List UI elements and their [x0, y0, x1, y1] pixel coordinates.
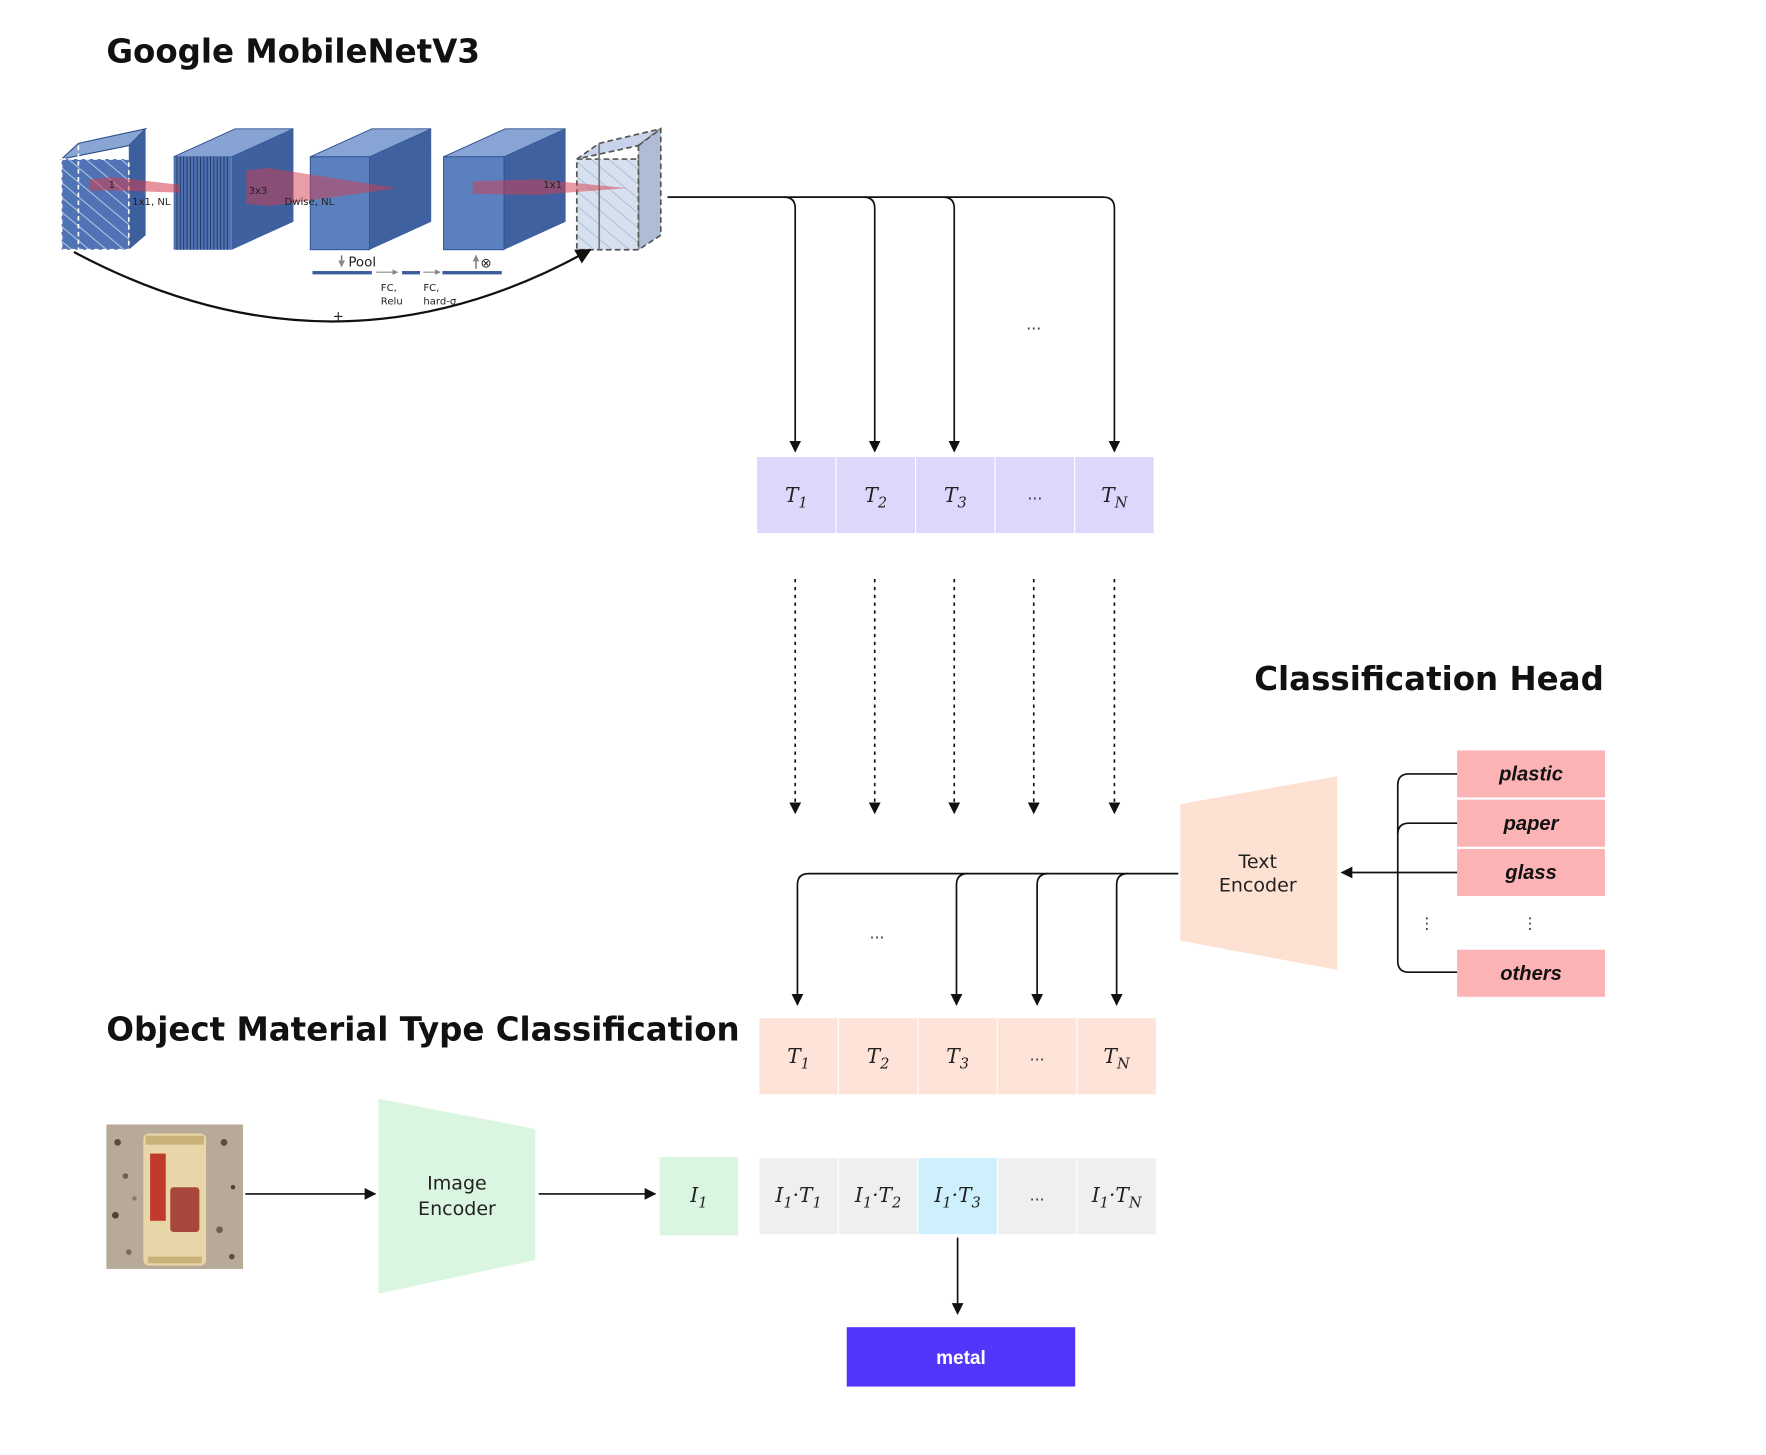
top-token-cell-4: [995, 456, 1075, 534]
bottom-token-3: T3: [946, 1044, 969, 1073]
output-tensor: [575, 127, 662, 252]
top-token-2: T2: [864, 483, 887, 512]
classification-head-title: Classification Head: [1254, 660, 1604, 698]
image-encoder-line1: Image: [427, 1172, 487, 1194]
receptive-field-1: [89, 176, 180, 193]
bottom-fanout-ellipsis: ...: [869, 924, 884, 943]
class-glass: [1457, 848, 1605, 896]
label-pool: Pool: [348, 256, 376, 271]
bottom-fanout-arrows: [791, 872, 1179, 1006]
class-bracket: [1340, 773, 1458, 974]
projection-cube: [443, 128, 566, 251]
image-embedding: [659, 1156, 739, 1236]
product-5: I1·TN: [1091, 1183, 1143, 1212]
task-title: Object Material Type Classification: [106, 1010, 739, 1048]
residual-connection: [73, 248, 592, 323]
bottom-token-2: T2: [867, 1044, 890, 1073]
result-label: metal: [936, 1348, 986, 1369]
class-list: plastic paper glass others ⋮ ⋮: [1419, 750, 1605, 997]
text-encoder: [1180, 776, 1338, 970]
label-dwise-nl: Dwise, NL: [284, 197, 334, 208]
top-token-4: ...: [1027, 485, 1042, 504]
image-embedding-label: I1: [689, 1183, 707, 1212]
top-token-3: T3: [944, 483, 967, 512]
expansion-stack: [173, 128, 294, 250]
bottom-token-4: ...: [1030, 1046, 1045, 1065]
product-cell-5: [1077, 1158, 1156, 1235]
mobilenet-title: Google MobileNetV3: [106, 33, 480, 71]
label-fc-2: FC,: [423, 283, 439, 294]
text-encoder-line2: Encoder: [1219, 875, 1297, 897]
label-multiply: ⊗: [480, 257, 491, 272]
product-cell-3-highlight: [918, 1158, 997, 1235]
image-encoder: [378, 1098, 536, 1294]
top-token-row: T1 T2 T3 ... TN: [757, 456, 1154, 534]
bottom-token-cell-1: [759, 1018, 838, 1095]
class-paper: [1457, 799, 1605, 847]
bottom-token-cell-2: [838, 1018, 918, 1095]
class-others: [1457, 949, 1605, 997]
top-token-cell-2: [836, 456, 916, 534]
label-hard-sigma: hard-σ: [423, 297, 457, 308]
mobilenet-block: 1 1x1, NL 3x3 Dwise, NL 1x1 Pool ⊗ FC, R…: [59, 127, 662, 324]
label-1x1-out: 1x1: [543, 180, 562, 191]
image-encoder-line2: Encoder: [418, 1198, 496, 1220]
receptive-field-3: [472, 179, 628, 195]
dotted-arrows: [789, 579, 1121, 815]
top-token-cell-5: [1075, 456, 1154, 534]
product-2: I1·T2: [854, 1183, 901, 1212]
label-3x3: 3x3: [249, 186, 268, 197]
top-token-5: TN: [1101, 483, 1128, 512]
product-3: I1·T3: [933, 1183, 980, 1212]
product-cell-4: [997, 1158, 1077, 1235]
class-vertical-ellipsis: ⋮: [1522, 913, 1538, 932]
bottom-token-5: TN: [1104, 1044, 1131, 1073]
receptive-field-2: [246, 168, 398, 207]
product-row: I1·T1 I1·T2 I1·T3 ... I1·TN: [759, 1158, 1156, 1235]
bottom-token-1: T1: [787, 1044, 810, 1073]
top-token-cell-3: [916, 456, 995, 534]
bottom-token-row: T1 T2 T3 ... TN: [759, 1018, 1156, 1095]
class-others-label: others: [1500, 963, 1562, 985]
top-ellipsis: ...: [1026, 314, 1041, 333]
bottom-token-cell-4: [997, 1018, 1077, 1095]
se-module: Pool ⊗ FC, Relu FC, hard-σ: [312, 254, 502, 308]
top-token-1: T1: [785, 483, 808, 512]
top-fanout-arrows: [667, 196, 1121, 453]
result-box: [846, 1327, 1076, 1387]
bottom-token-cell-5: [1077, 1018, 1156, 1095]
product-cell-2: [838, 1158, 918, 1235]
top-token-cell-1: [757, 456, 836, 534]
class-glass-label: glass: [1504, 862, 1557, 884]
input-photo: [106, 1124, 244, 1269]
label-fc-1: FC,: [381, 283, 397, 294]
label-1-small: 1: [109, 180, 115, 191]
label-1x1-nl: 1x1, NL: [132, 197, 171, 208]
label-relu: Relu: [381, 297, 403, 308]
class-paper-label: paper: [1503, 813, 1560, 835]
class-plastic: [1457, 750, 1605, 798]
product-4: ...: [1030, 1186, 1045, 1205]
text-encoder-line1: Text: [1238, 851, 1278, 873]
bracket-vertical-ellipsis: ⋮: [1419, 913, 1435, 932]
depthwise-cube: [309, 128, 432, 251]
class-plastic-label: plastic: [1498, 764, 1563, 786]
label-plus: +: [333, 309, 344, 324]
product-1: I1·T1: [774, 1183, 821, 1212]
bottom-token-cell-3: [918, 1018, 997, 1095]
product-cell-1: [759, 1158, 838, 1235]
